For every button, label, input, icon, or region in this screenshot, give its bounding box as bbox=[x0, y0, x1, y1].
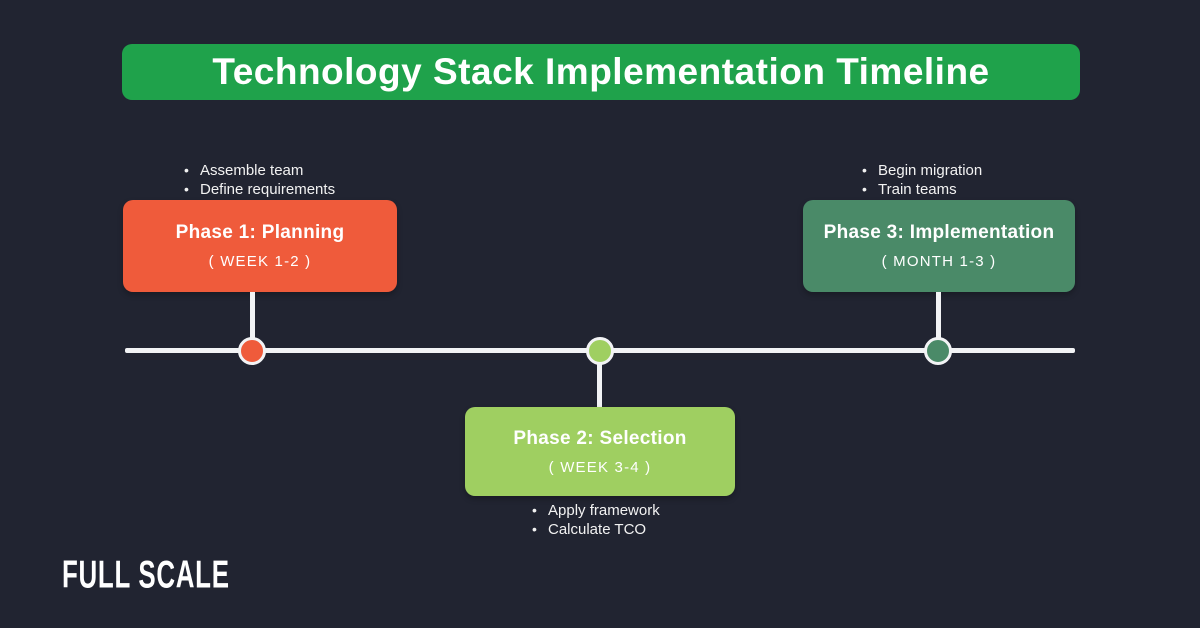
phase-1-milestone-dot bbox=[238, 337, 266, 365]
phase-1-title: Phase 1: Planning bbox=[175, 222, 345, 243]
phase-1-bullet-list: • Assemble team • Define requirements bbox=[184, 161, 335, 199]
bullet-text: Calculate TCO bbox=[548, 521, 647, 538]
phase-3-milestone-dot bbox=[924, 337, 952, 365]
phase-2-milestone-dot bbox=[586, 337, 614, 365]
bullet-icon: • bbox=[184, 181, 189, 197]
full-scale-logo: FULL SCALE bbox=[62, 552, 230, 596]
list-item: • Begin migration bbox=[862, 161, 982, 180]
phase-1-connector-line bbox=[250, 292, 255, 339]
bullet-icon: • bbox=[532, 521, 537, 537]
phase-2-connector-line bbox=[597, 362, 602, 408]
bullet-text: Apply framework bbox=[548, 502, 660, 519]
bullet-icon: • bbox=[184, 162, 189, 178]
bullet-text: Define requirements bbox=[200, 181, 336, 198]
phase-2-card: Phase 2: Selection ( WEEK 3-4 ) bbox=[465, 407, 735, 496]
list-item: • Train teams bbox=[862, 180, 982, 199]
phase-3-period: ( MONTH 1-3 ) bbox=[881, 253, 997, 270]
list-item: • Assemble team bbox=[184, 161, 335, 180]
bullet-icon: • bbox=[532, 502, 537, 518]
phase-3-card: Phase 3: Implementation ( MONTH 1-3 ) bbox=[803, 200, 1075, 292]
bullet-icon: • bbox=[862, 162, 867, 178]
page-title: Technology Stack Implementation Timeline bbox=[212, 51, 990, 92]
phase-3-bullet-list: • Begin migration • Train teams bbox=[862, 161, 982, 199]
phase-1-card: Phase 1: Planning ( WEEK 1-2 ) bbox=[123, 200, 397, 292]
phase-2-title: Phase 2: Selection bbox=[513, 427, 687, 449]
title-banner: Technology Stack Implementation Timeline bbox=[122, 44, 1080, 100]
phase-2-period: ( WEEK 3-4 ) bbox=[548, 458, 652, 476]
bullet-icon: • bbox=[862, 181, 867, 197]
list-item: • Define requirements bbox=[184, 180, 335, 199]
list-item: • Calculate TCO bbox=[532, 520, 660, 539]
phase-2-bullet-list: • Apply framework • Calculate TCO bbox=[532, 501, 660, 539]
list-item: • Apply framework bbox=[532, 501, 660, 520]
phase-3-connector-line bbox=[936, 292, 941, 339]
phase-1-period: ( WEEK 1-2 ) bbox=[208, 253, 312, 270]
bullet-text: Begin migration bbox=[878, 162, 983, 179]
phase-3-title: Phase 3: Implementation bbox=[823, 222, 1055, 243]
bullet-text: Assemble team bbox=[200, 162, 304, 179]
bullet-text: Train teams bbox=[878, 181, 957, 198]
